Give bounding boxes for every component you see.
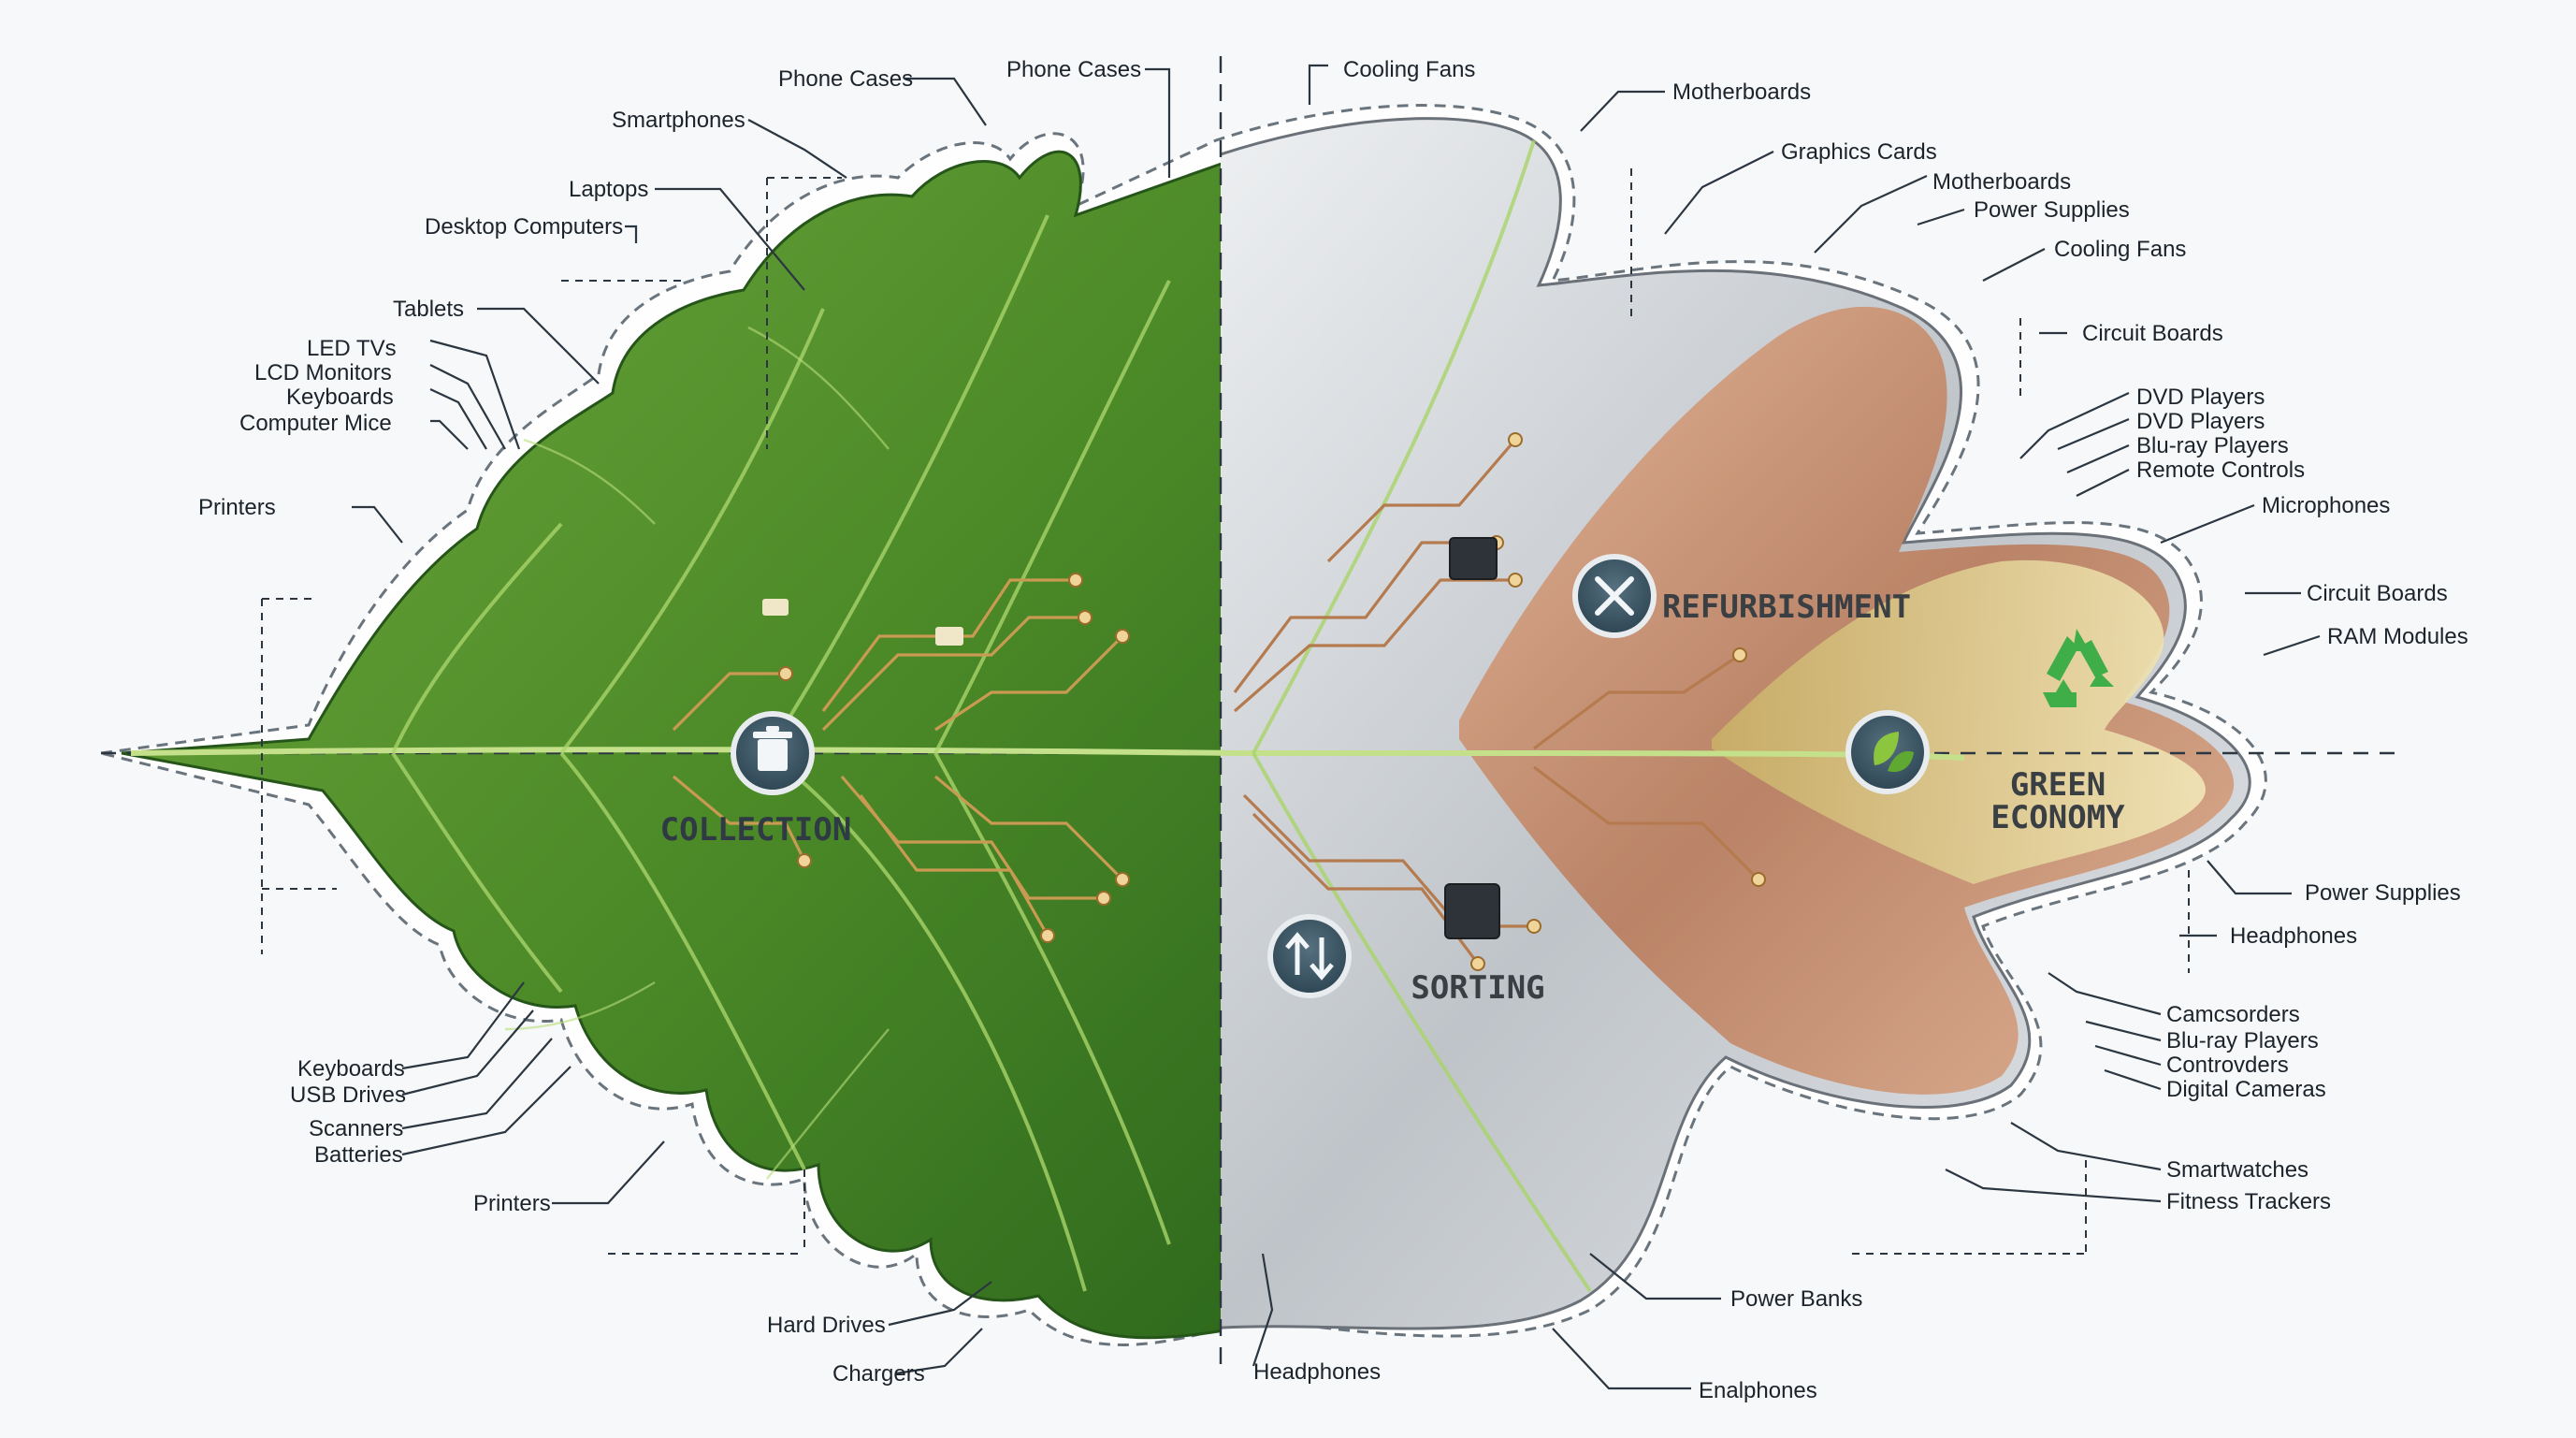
label-graphics-cards: Graphics Cards	[1781, 139, 1937, 165]
recycle-symbol-icon	[2043, 629, 2114, 707]
label-microphones: Microphones	[2262, 493, 2390, 518]
label-remote-controls: Remote Controls	[2136, 458, 2305, 483]
label-circuit-boards-2: Circuit Boards	[2307, 581, 2448, 606]
label-dvd-players-1: DVD Players	[2136, 385, 2265, 410]
label-keyboards: Keyboards	[286, 385, 394, 410]
leader-lines	[352, 64, 2321, 1390]
stage-collection-title: COLLECTION	[660, 811, 852, 849]
collection-badge	[731, 711, 815, 795]
label-power-supplies: Power Supplies	[1974, 197, 2130, 223]
label-phone-cases-1: Phone Cases	[778, 66, 913, 92]
label-laptops: Laptops	[569, 177, 648, 202]
label-motherboards: Motherboards	[1672, 80, 1811, 105]
label-ram-modules: RAM Modules	[2327, 624, 2468, 649]
label-controvders: Controvders	[2166, 1053, 2289, 1078]
green-economy-badge	[1845, 710, 1930, 794]
label-usb-drives: USB Drives	[290, 1082, 406, 1108]
midrib	[130, 747, 1965, 761]
label-blu-ray-players: Blu-ray Players	[2136, 433, 2289, 458]
leaf-veins	[391, 139, 1592, 1293]
label-motherboards-right: Motherboards	[1932, 169, 2071, 195]
label-printers-lower: Printers	[473, 1191, 551, 1216]
label-desktop-computers: Desktop Computers	[425, 214, 623, 240]
circuit-traces	[672, 432, 1766, 971]
label-headphones-bottom: Headphones	[1253, 1359, 1381, 1385]
stage-green-economy-title-1: GREEN	[2010, 766, 2106, 804]
label-power-banks: Power Banks	[1730, 1286, 1862, 1312]
recycle-bin-icon	[753, 726, 792, 771]
up-down-arrows-icon	[1285, 932, 1334, 980]
label-lcd-monitors: LCD Monitors	[254, 360, 392, 385]
leaves-icon	[1874, 732, 1914, 773]
sorting-badge	[1267, 914, 1352, 998]
label-phone-cases-2: Phone Cases	[1006, 57, 1141, 82]
label-power-supplies-lower: Power Supplies	[2305, 880, 2461, 906]
label-cooling-fans: Cooling Fans	[1343, 57, 1475, 82]
label-scanners: Scanners	[309, 1116, 403, 1141]
label-printers: Printers	[198, 495, 276, 520]
chip-icon	[1449, 537, 1498, 580]
label-enalphones: Enalphones	[1699, 1378, 1817, 1403]
label-dvd-players-2: DVD Players	[2136, 409, 2265, 434]
stage-sorting-title: SORTING	[1411, 969, 1544, 1007]
label-circuit-boards: Circuit Boards	[2082, 321, 2223, 346]
stage-green-economy-title-2: ECONOMY	[1990, 799, 2125, 836]
wrench-screwdriver-icon	[1595, 576, 1634, 616]
label-smartphones: Smartphones	[612, 108, 745, 133]
stage-refurbishment-title: REFURBISHMENT	[1662, 588, 1911, 626]
label-computer-mice: Computer Mice	[239, 411, 392, 436]
label-headphones-right: Headphones	[2230, 923, 2357, 949]
label-led-tvs: LED TVs	[307, 336, 397, 361]
dimension-markers	[261, 168, 2190, 1255]
label-keyboards-lower: Keyboards	[297, 1056, 405, 1082]
label-blu-ray-players-lower: Blu-ray Players	[2166, 1028, 2319, 1053]
label-fitness-trackers: Fitness Trackers	[2166, 1189, 2331, 1214]
label-batteries: Batteries	[314, 1142, 403, 1168]
refurbishment-badge	[1572, 554, 1657, 638]
label-smartwatches: Smartwatches	[2166, 1157, 2308, 1183]
label-tablets: Tablets	[393, 297, 464, 322]
label-chargers: Chargers	[832, 1361, 925, 1387]
label-cooling-fans-right: Cooling Fans	[2054, 237, 2186, 262]
label-digital-cameras: Digital Cameras	[2166, 1077, 2326, 1102]
leaf-green-half	[121, 150, 1221, 1340]
label-camcsorders: Camcsorders	[2166, 1002, 2300, 1027]
chip-icon	[1444, 883, 1500, 939]
label-hard-drives: Hard Drives	[767, 1313, 886, 1338]
device-labels: Phone Cases Phone Cases Smartphones Cool…	[198, 57, 2468, 1403]
